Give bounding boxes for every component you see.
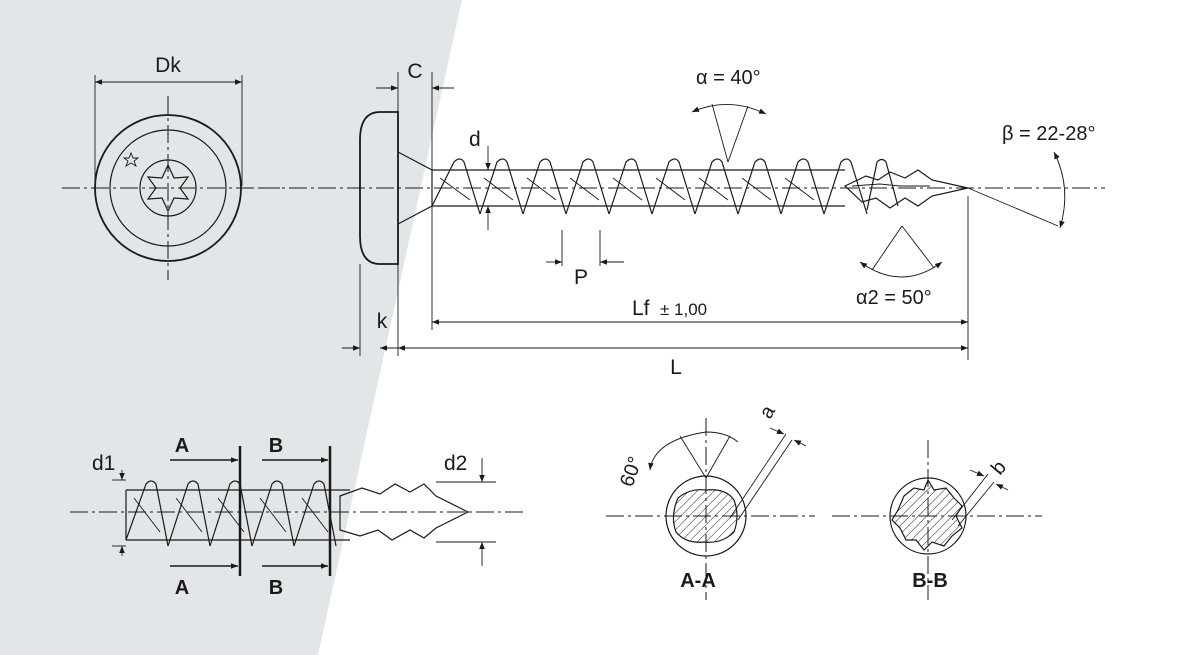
section-aa-view: 60° a A-A [606, 401, 815, 600]
lf-tolerance: ± 1,00 [660, 300, 707, 319]
a-label: a [755, 401, 780, 422]
star-icon [122, 151, 140, 168]
torx-recess-icon [146, 163, 190, 213]
section-bb-view: b B-B [832, 440, 1042, 600]
d2-label: d2 [444, 452, 467, 475]
b-label: b [987, 457, 1011, 480]
k-label: k [377, 310, 388, 333]
alpha-label: α = 40° [696, 67, 761, 89]
section-b-top-label: B [269, 435, 283, 457]
view-aa-label: A-A [680, 570, 716, 592]
background-panel [0, 0, 462, 655]
c-label: C [407, 60, 422, 83]
p-label: P [574, 266, 588, 289]
screw-side-view: C d α = 40° β = 22-28° P α2 = 50° Lf ± 1… [260, 60, 1105, 379]
alpha2-label: α2 = 50° [856, 287, 932, 309]
d-label: d [469, 128, 481, 151]
angle-60-label: 60° [616, 454, 647, 490]
lf-label: Lf [632, 297, 650, 320]
d1-label: d1 [92, 452, 115, 475]
dk-label: Dk [155, 54, 181, 77]
l-label: L [670, 356, 682, 379]
view-bb-label: B-B [912, 570, 948, 592]
section-a-bottom-label: A [175, 577, 189, 599]
beta-label: β = 22-28° [1002, 123, 1095, 145]
section-b-bottom-label: B [269, 577, 283, 599]
thread-detail-view: d1 d2 A A B B [70, 435, 525, 599]
section-a-top-label: A [175, 435, 189, 457]
head-top-view: Dk [62, 54, 280, 280]
